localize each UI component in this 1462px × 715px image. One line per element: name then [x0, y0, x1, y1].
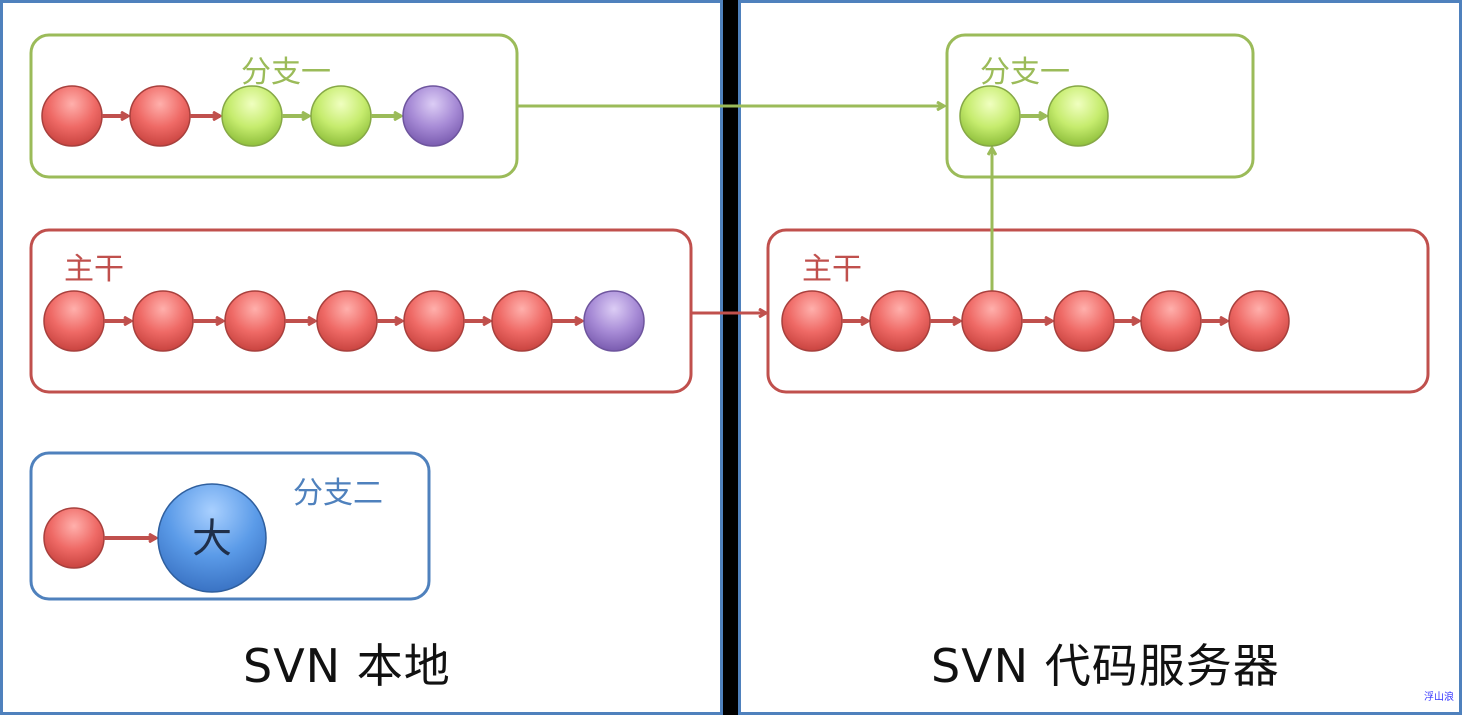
commit-node-red: [781, 290, 843, 352]
commit-node-red: [1053, 290, 1115, 352]
commit-node-red: [129, 85, 191, 147]
commit-node-red: [43, 290, 105, 352]
commit-node-green: [1047, 85, 1109, 147]
commit-node-red: [43, 507, 105, 569]
commit-node-red: [491, 290, 553, 352]
local-branch2-box: [29, 451, 431, 601]
commit-node-purple: [583, 290, 645, 352]
commit-node-green: [959, 85, 1021, 147]
commit-node-red: [132, 290, 194, 352]
commit-node-green: [310, 85, 372, 147]
commit-node-red: [1228, 290, 1290, 352]
commit-node-red: [1140, 290, 1202, 352]
server-panel-title: SVN 代码服务器: [931, 639, 1280, 693]
commit-node-big-blue: [157, 483, 267, 593]
commit-node-red: [316, 290, 378, 352]
local-trunk-label: 主干: [64, 252, 124, 287]
local-branch2-label: 分支二: [293, 476, 383, 511]
server-branch1-label: 分支一: [980, 55, 1070, 90]
server-trunk-label: 主干: [802, 252, 862, 287]
commit-node-red: [224, 290, 286, 352]
commit-node-red: [403, 290, 465, 352]
commit-node-purple: [402, 85, 464, 147]
big-node-label: 大: [192, 516, 232, 562]
watermark: 浮山浪: [1424, 692, 1454, 703]
local-branch1-label: 分支一: [241, 55, 331, 90]
local-trunk-box: [29, 228, 693, 394]
commit-node-red: [961, 290, 1023, 352]
server-branch1-box: [945, 33, 1255, 179]
local-panel-title: SVN 本地: [243, 639, 451, 693]
commit-node-red: [41, 85, 103, 147]
server-trunk-box: [766, 228, 1430, 394]
commit-node-red: [869, 290, 931, 352]
commit-node-green: [221, 85, 283, 147]
